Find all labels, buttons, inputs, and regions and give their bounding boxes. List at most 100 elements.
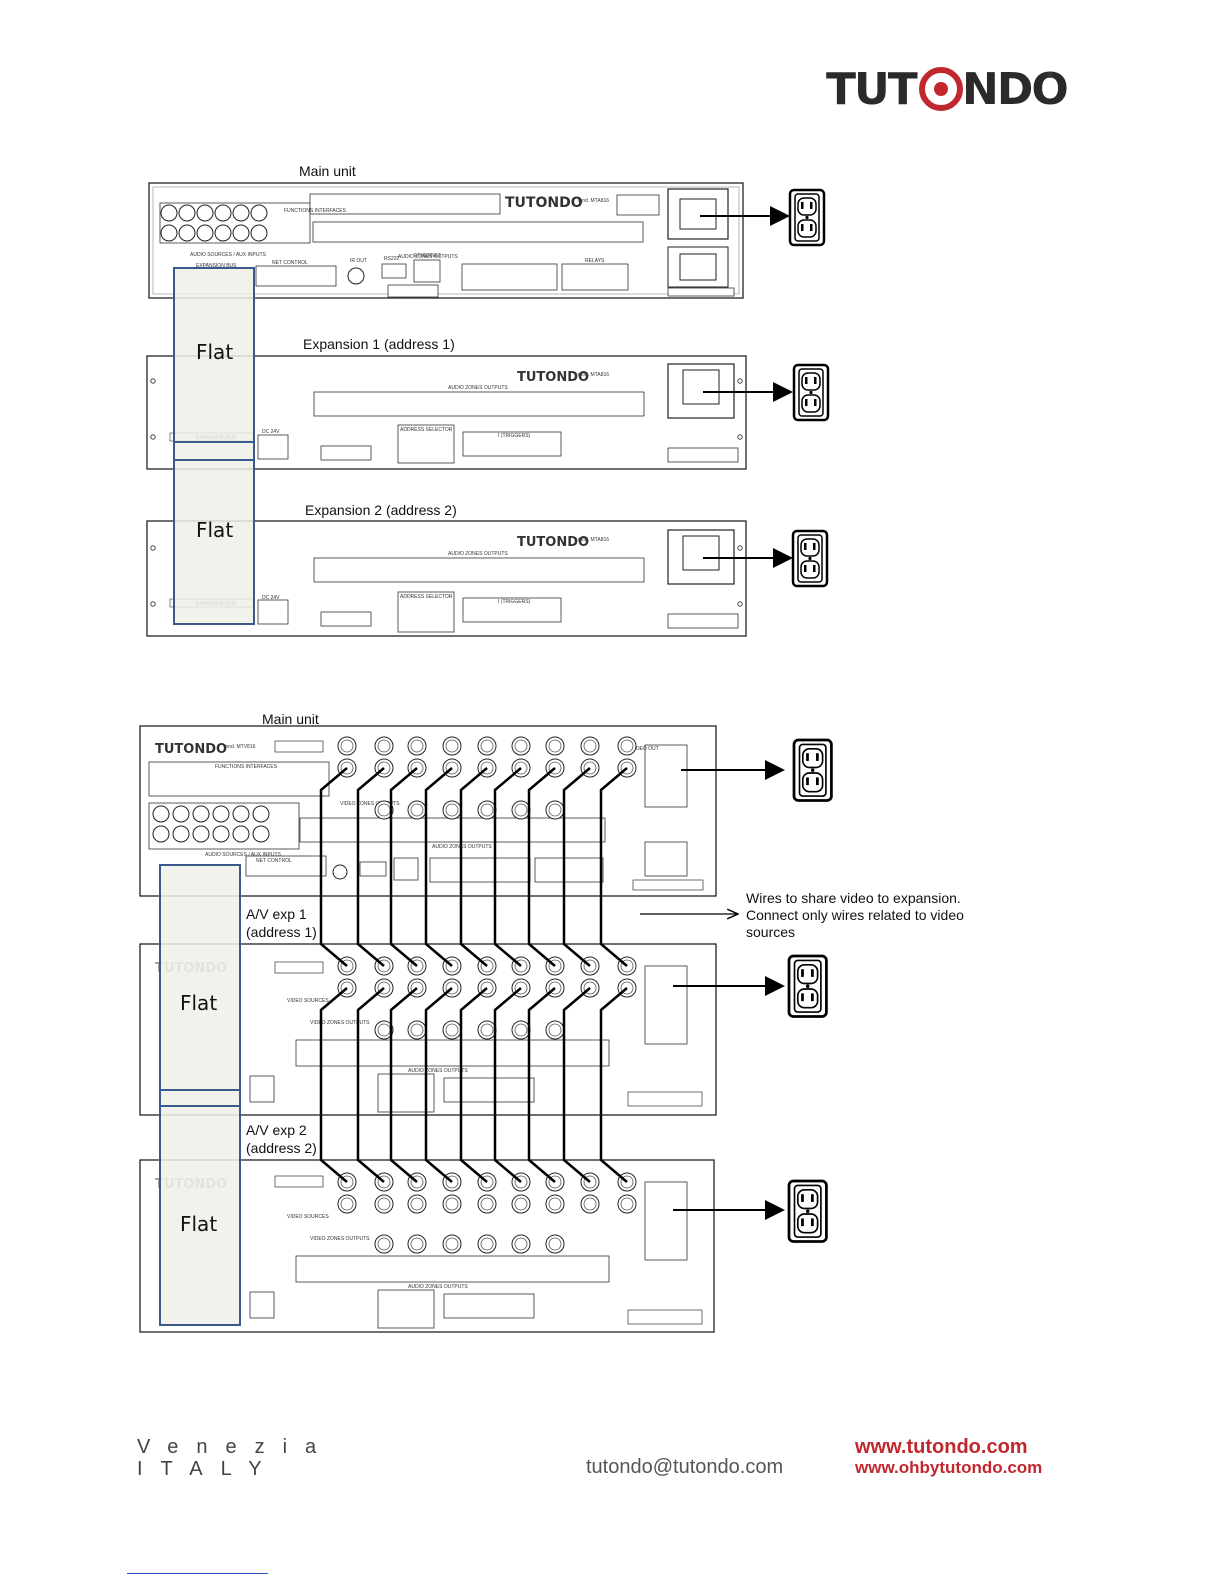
- rca-jack: [442, 1194, 462, 1214]
- svg-text:OSD VIDEO OUT: OSD VIDEO OUT: [619, 746, 659, 752]
- footer-city: Venezia ITALY: [137, 1436, 334, 1480]
- rca-jack: [617, 736, 637, 756]
- svg-text:TUTONDO: TUTONDO: [517, 535, 589, 550]
- svg-text:mod. MTA816: mod. MTA816: [578, 372, 609, 378]
- rca-jack: [511, 1234, 531, 1254]
- rca-jack: [580, 1194, 600, 1214]
- svg-text:NDO: NDO: [962, 64, 1067, 115]
- rca-jack: [407, 1020, 427, 1040]
- svg-text:mod. MTV816: mod. MTV816: [224, 744, 256, 750]
- rca-jack: [337, 736, 357, 756]
- audio-source-inputs: AUDIO SOURCES / AUX INPUTS: [159, 202, 311, 258]
- svg-text:VIDEO ZONES OUTPUTS: VIDEO ZONES OUTPUTS: [310, 1020, 370, 1026]
- av-exp1-label-2: (address 1): [246, 924, 317, 940]
- svg-text:DC 24V: DC 24V: [262, 595, 280, 601]
- svg-text:AUDIO SOURCES / AUX INPUTS: AUDIO SOURCES / AUX INPUTS: [205, 852, 282, 858]
- svg-text:DC 24V: DC 24V: [262, 429, 280, 435]
- svg-text:FUNCTIONS INTERFACES: FUNCTIONS INTERFACES: [215, 764, 278, 770]
- svg-text:TUTONDO: TUTONDO: [517, 370, 589, 385]
- video-wire: [356, 987, 385, 1183]
- svg-text:RELAYS: RELAYS: [585, 258, 605, 264]
- video-wire: [459, 767, 488, 967]
- svg-text:FUNCTIONS INTERFACES: FUNCTIONS INTERFACES: [284, 208, 347, 214]
- footer-websites: www.tutondo.com www.ohbytutondo.com: [855, 1436, 1042, 1478]
- rca-jack: [545, 1234, 565, 1254]
- video-wire: [527, 987, 556, 1183]
- video-wire: [389, 987, 418, 1183]
- svg-text:I (TRIGGERS): I (TRIGGERS): [498, 599, 531, 605]
- svg-text:TUTONDO: TUTONDO: [505, 195, 583, 211]
- av-exp2-label-1: A/V exp 2: [246, 1122, 307, 1138]
- rca-jack: [442, 800, 462, 820]
- rca-jack: [407, 1194, 427, 1214]
- rca-jack: [374, 1234, 394, 1254]
- svg-text:RS232: RS232: [384, 256, 400, 262]
- bottom-flat-label-2: Flat: [180, 1212, 217, 1236]
- top-flat-label-2: Flat: [196, 518, 233, 542]
- rca-jack: [477, 1020, 497, 1040]
- top-flat-label-1: Flat: [196, 340, 233, 364]
- rca-jack: [407, 736, 427, 756]
- note-text-2: Connect only wires related to video: [746, 907, 964, 923]
- rca-jack: [477, 800, 497, 820]
- rca-jack: [545, 800, 565, 820]
- video-wire: [424, 767, 453, 967]
- outlet-icon: [792, 738, 833, 802]
- footer-city-line1: Venezia: [137, 1436, 335, 1458]
- video-wire: [389, 767, 418, 967]
- top-main-unit-label: Main unit: [299, 163, 356, 179]
- video-wire: [493, 767, 522, 967]
- svg-text:AUDIO ZONES OUTPUTS: AUDIO ZONES OUTPUTS: [408, 1284, 468, 1290]
- video-wire: [319, 987, 348, 1183]
- footer-web-link-1[interactable]: www.tutondo.com: [855, 1436, 1028, 1458]
- svg-text:VIDEO SOURCES: VIDEO SOURCES: [287, 1214, 329, 1220]
- svg-text:VIDEO SOURCES: VIDEO SOURCES: [287, 998, 329, 1004]
- svg-text:ADDRESS SELECTOR: ADDRESS SELECTOR: [400, 594, 453, 600]
- footer-email[interactable]: tutondo@tutondo.com: [586, 1456, 784, 1478]
- rca-jack: [337, 1194, 357, 1214]
- footer-city-line2: ITALY: [137, 1458, 280, 1480]
- svg-text:®: ®: [1046, 71, 1054, 80]
- svg-text:AUDIO ZONES OUTPUTS: AUDIO ZONES OUTPUTS: [448, 385, 508, 391]
- video-wire: [599, 767, 628, 967]
- outlet-icon: [787, 954, 828, 1018]
- video-share-wires: [319, 767, 628, 1183]
- av-exp2-label-2: (address 2): [246, 1140, 317, 1156]
- outlet-icon: [787, 1179, 828, 1243]
- bottom-flat-cable: Flat Flat: [159, 864, 241, 1326]
- rca-jack: [511, 1194, 531, 1214]
- svg-text:I (TRIGGERS): I (TRIGGERS): [498, 433, 531, 439]
- svg-text:IR OUT: IR OUT: [350, 258, 367, 264]
- rca-jack: [545, 1194, 565, 1214]
- bottom-flat-label-1: Flat: [180, 991, 217, 1015]
- video-wire: [319, 767, 348, 967]
- top-flat-cable: Flat Flat: [173, 267, 255, 625]
- av-exp1-label-1: A/V exp 1: [246, 906, 307, 922]
- video-wire: [527, 767, 556, 967]
- svg-text:mod. MTA816: mod. MTA816: [578, 198, 609, 204]
- svg-text:TUT: TUT: [826, 64, 918, 115]
- rca-jack: [477, 736, 497, 756]
- rca-jack: [374, 1194, 394, 1214]
- footer-web-link-2[interactable]: www.ohbytutondo.com: [855, 1458, 1043, 1477]
- rca-jack: [617, 1194, 637, 1214]
- svg-text:AUDIO ZONES OUTPUTS: AUDIO ZONES OUTPUTS: [448, 551, 508, 557]
- rca-jack: [545, 736, 565, 756]
- bottom-main-unit-panel: TUTONDO mod. MTV816 FUNCTIONS INTERFACES…: [139, 725, 717, 897]
- svg-text:VIDEO ZONES OUTPUTS: VIDEO ZONES OUTPUTS: [340, 801, 400, 807]
- video-wire: [562, 767, 591, 967]
- video-wire: [459, 987, 488, 1183]
- rca-jack: [442, 736, 462, 756]
- rca-jack: [511, 1020, 531, 1040]
- rca-jack: [442, 1234, 462, 1254]
- svg-text:ETHERNET: ETHERNET: [414, 253, 441, 259]
- rca-jack: [477, 1194, 497, 1214]
- rca-jack: [545, 1020, 565, 1040]
- rca-jack: [407, 800, 427, 820]
- rca-jack: [374, 736, 394, 756]
- outlet-icon: [791, 529, 829, 588]
- note-text-3: sources: [746, 924, 795, 940]
- video-wire: [356, 767, 385, 967]
- outlet-icon: [792, 363, 830, 422]
